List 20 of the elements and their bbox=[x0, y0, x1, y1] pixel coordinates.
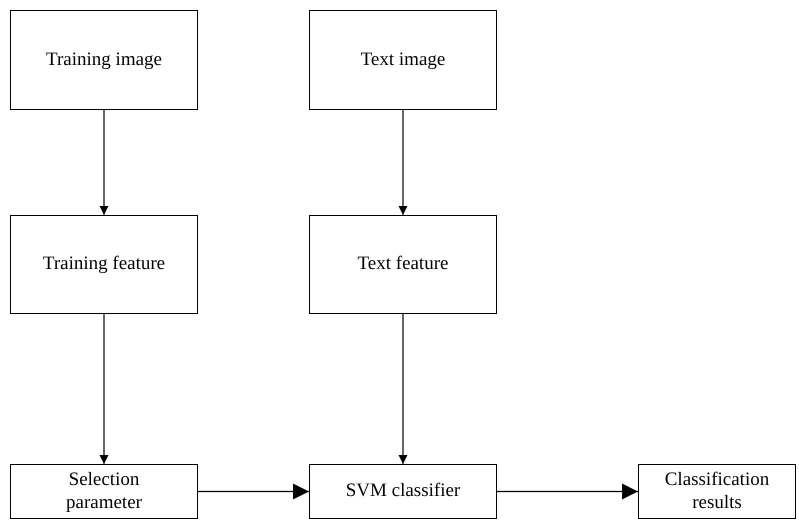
process-box bbox=[309, 215, 497, 314]
box-label: SVM classifier bbox=[346, 480, 460, 503]
process-box bbox=[309, 464, 497, 519]
box-label: Text feature bbox=[358, 253, 448, 276]
box-label: Text image bbox=[360, 48, 446, 72]
arrow bbox=[398, 314, 408, 464]
arrow bbox=[398, 110, 408, 215]
process-box bbox=[10, 464, 198, 519]
box-label: Classification results bbox=[664, 468, 770, 514]
arrow bbox=[497, 484, 638, 500]
box-label: Training feature bbox=[42, 253, 166, 276]
process-box bbox=[309, 10, 497, 110]
box-label: Selection parameter bbox=[65, 468, 143, 514]
arrow bbox=[198, 484, 309, 500]
process-box bbox=[10, 215, 198, 314]
process-box bbox=[10, 10, 198, 110]
arrow bbox=[100, 110, 108, 215]
box-label: Training image bbox=[46, 48, 162, 72]
arrow bbox=[100, 314, 108, 464]
process-box bbox=[638, 464, 796, 519]
